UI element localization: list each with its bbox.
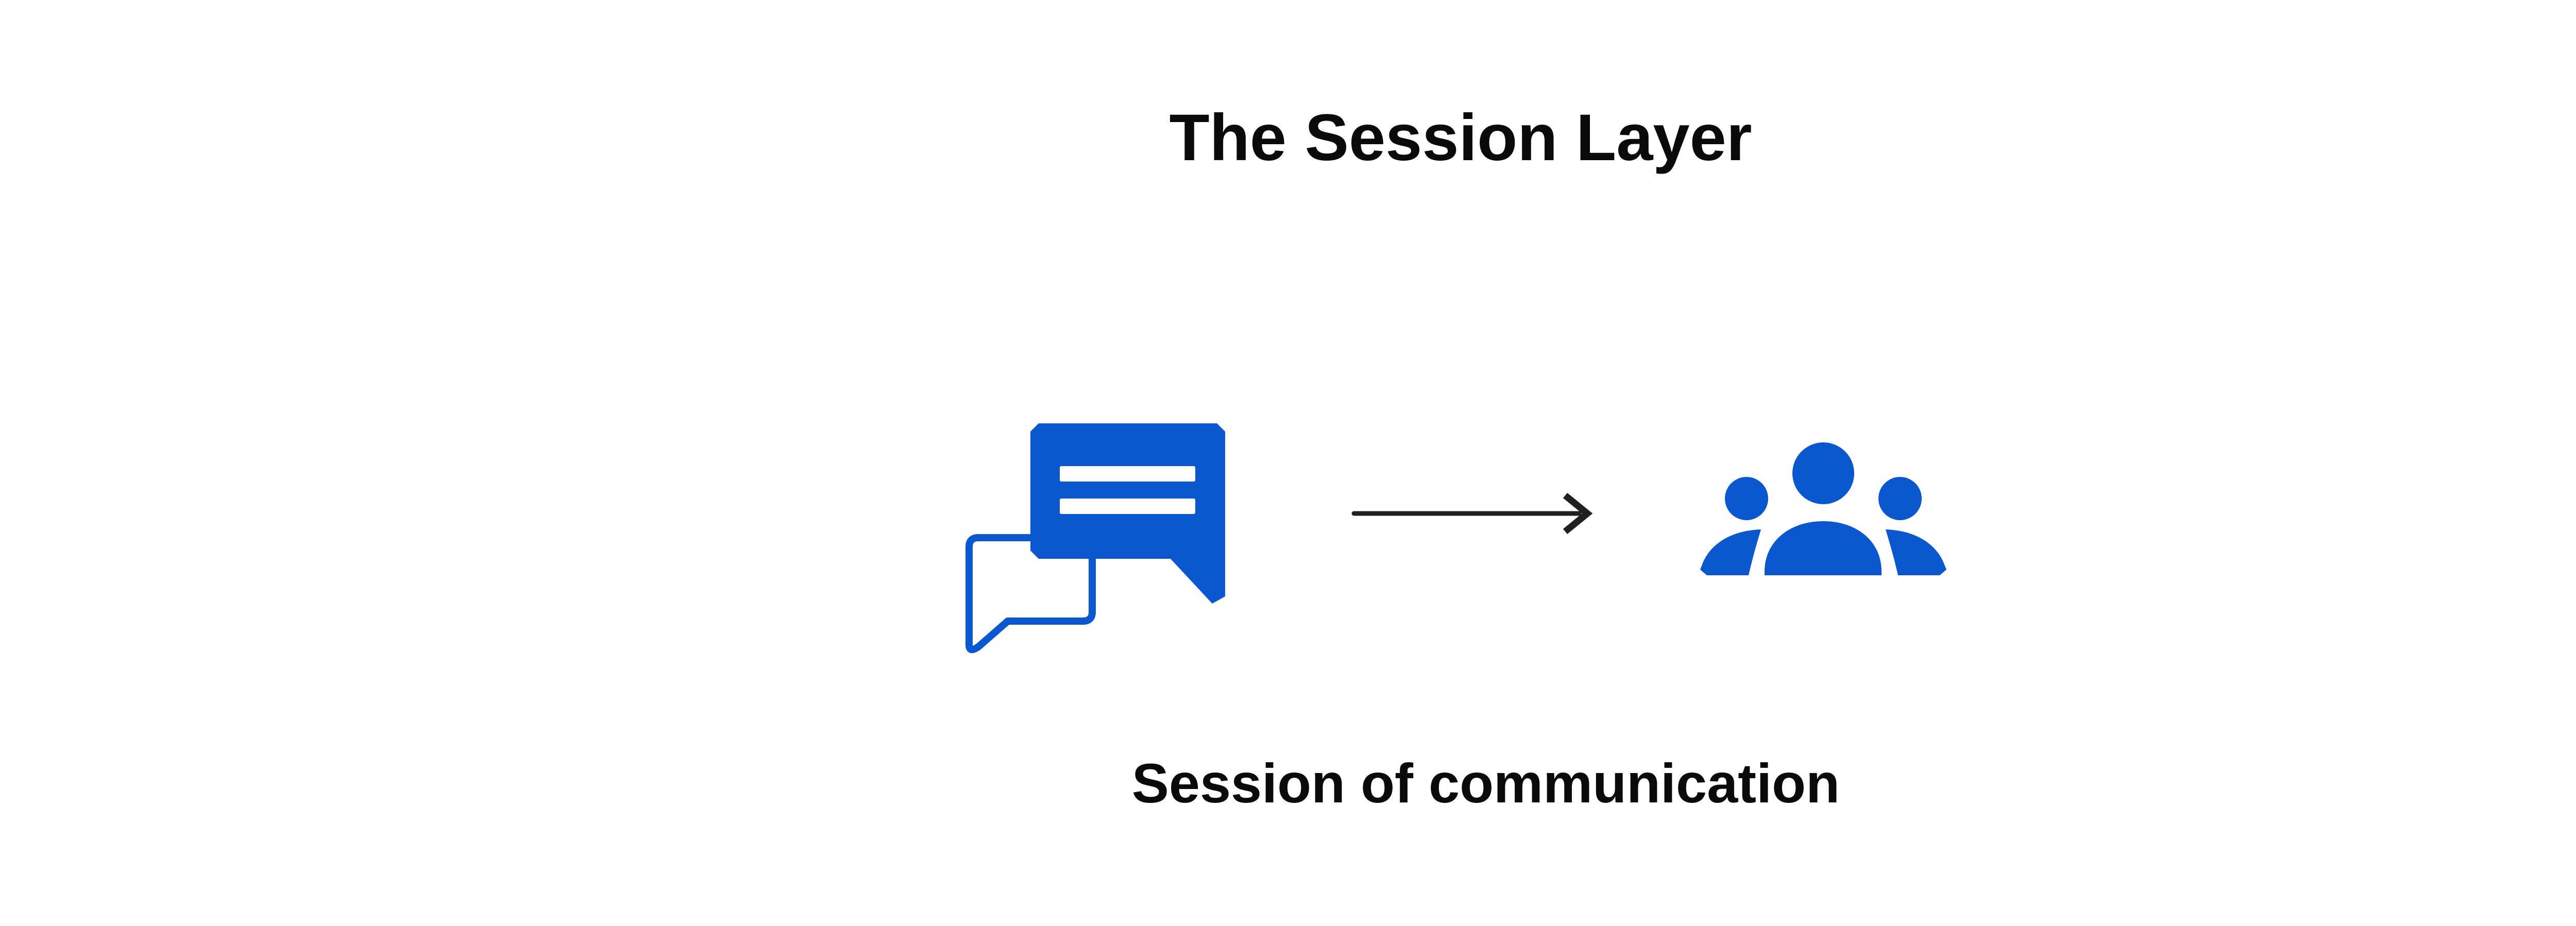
person-center-head <box>1792 442 1854 504</box>
people-group-icon <box>1700 442 1946 575</box>
chat-bubble-outline <box>965 534 1096 654</box>
right-arrow-icon <box>1351 492 1593 535</box>
page-title: The Session Layer <box>1169 101 1752 175</box>
person-left-body <box>1700 529 1761 575</box>
person-center-body <box>1765 521 1882 575</box>
arrow-head <box>1563 492 1593 535</box>
message-text-line-2 <box>1060 499 1195 514</box>
diagram-caption: Session of communication <box>1131 752 1840 814</box>
person-right-body <box>1886 529 1946 575</box>
chat-bubbles-icon <box>965 423 1225 654</box>
person-right-head <box>1878 477 1922 520</box>
message-text-line-1 <box>1060 466 1195 482</box>
person-left-head <box>1725 477 1768 520</box>
